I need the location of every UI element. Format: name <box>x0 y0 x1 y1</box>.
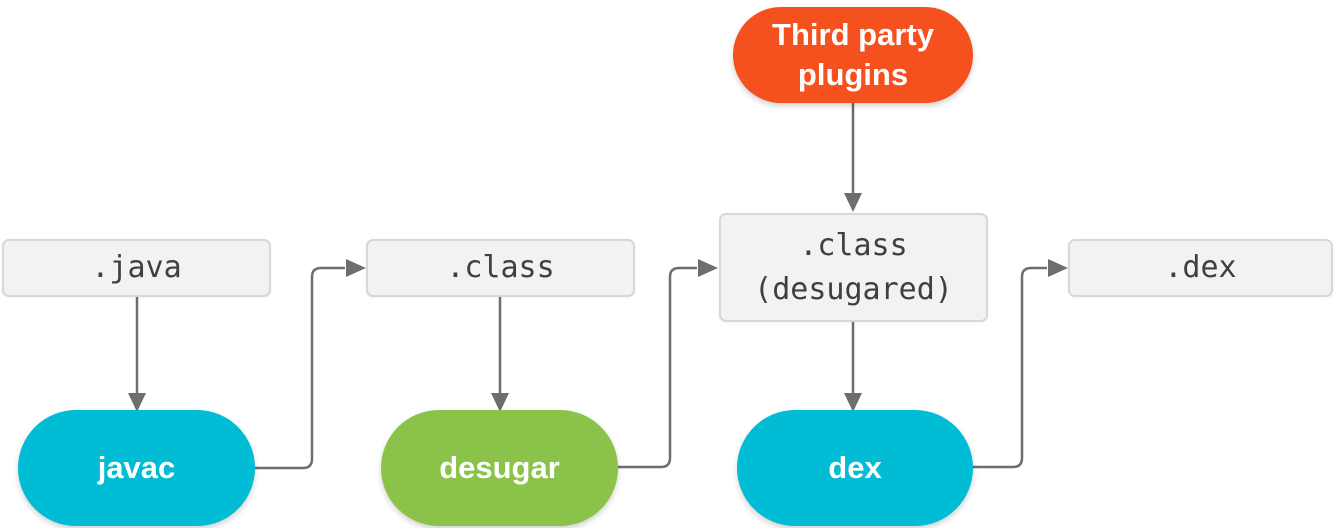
node-dex-file: .dex <box>1068 239 1333 297</box>
arrow-java-to-javac <box>128 297 146 412</box>
arrow-third-party-to-class-desugared <box>844 103 862 212</box>
node-java-file: .java <box>2 239 271 297</box>
arrow-javac-to-class <box>255 259 366 470</box>
node-class-desugared-file-label: .class (desugared) <box>754 228 953 307</box>
node-class-file-label: .class <box>446 250 555 286</box>
arrow-class-desugared-to-dex <box>844 322 862 412</box>
node-third-party-plugins: Third party plugins <box>733 7 973 103</box>
node-desugar-tool: desugar <box>381 410 618 526</box>
node-class-file: .class <box>366 239 635 297</box>
node-class-desugared-file: .class (desugared) <box>719 213 988 322</box>
node-dex-tool: dex <box>737 410 973 526</box>
node-desugar-tool-label: desugar <box>439 449 560 485</box>
node-dex-file-label: .dex <box>1164 250 1237 286</box>
node-java-file-label: .java <box>91 250 182 286</box>
node-javac-tool-label: javac <box>97 449 176 485</box>
arrow-class-to-desugar <box>491 297 509 412</box>
node-third-party-plugins-label: Third party plugins <box>772 16 934 92</box>
node-dex-tool-label: dex <box>828 449 882 485</box>
node-javac-tool: javac <box>18 410 255 526</box>
